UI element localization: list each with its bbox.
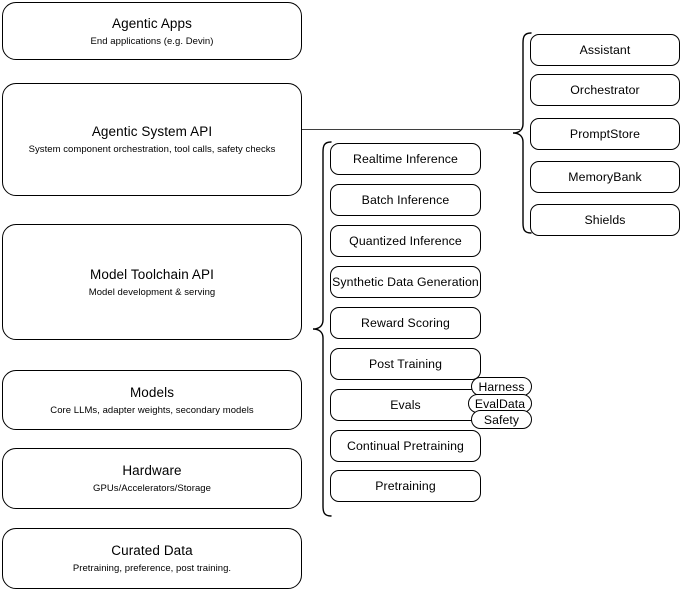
layer-title: Agentic Apps bbox=[111, 15, 192, 31]
layer-title: Models bbox=[129, 384, 175, 400]
toolchain-chip-realtime-inference[interactable]: Realtime Inference bbox=[330, 143, 481, 175]
chip-label: MemoryBank bbox=[568, 170, 642, 184]
connector-line-system-api bbox=[302, 129, 520, 131]
chip-label: Orchestrator bbox=[570, 83, 640, 97]
chip-label: Quantized Inference bbox=[349, 234, 462, 248]
system-chip-memorybank[interactable]: MemoryBank bbox=[530, 161, 680, 193]
chip-label: Shields bbox=[584, 213, 626, 227]
toolchain-chip-batch-inference[interactable]: Batch Inference bbox=[330, 184, 481, 216]
chip-label: Post Training bbox=[368, 357, 443, 371]
layer-title: Agentic System API bbox=[91, 124, 213, 139]
chip-label: PromptStore bbox=[569, 127, 641, 141]
bracket-system-components bbox=[511, 31, 533, 235]
chip-label: Evals bbox=[390, 398, 421, 412]
toolchain-chip-pretraining[interactable]: Pretraining bbox=[330, 470, 481, 502]
system-chip-orchestrator[interactable]: Orchestrator bbox=[530, 74, 680, 106]
toolchain-chip-evals[interactable]: Evals bbox=[330, 389, 481, 421]
layer-box-hardware[interactable]: Hardware GPUs/Accelerators/Storage bbox=[2, 448, 302, 509]
system-chip-shields[interactable]: Shields bbox=[530, 204, 680, 236]
pill-label: Harness bbox=[478, 379, 525, 394]
layer-box-models[interactable]: Models Core LLMs, adapter weights, secon… bbox=[2, 370, 302, 430]
system-chip-promptstore[interactable]: PromptStore bbox=[530, 118, 680, 150]
pill-label: Safety bbox=[483, 412, 520, 427]
toolchain-chip-synthetic-data-generation[interactable]: Synthetic Data Generation bbox=[330, 266, 481, 298]
layer-subtitle: System component orchestration, tool cal… bbox=[28, 144, 276, 155]
chip-label: Realtime Inference bbox=[352, 152, 458, 166]
layer-title: Hardware bbox=[122, 463, 182, 478]
chip-label: Batch Inference bbox=[361, 193, 450, 207]
layer-subtitle: Core LLMs, adapter weights, secondary mo… bbox=[50, 404, 254, 416]
chip-label: Reward Scoring bbox=[361, 316, 450, 330]
evals-pill-safety[interactable]: Safety bbox=[471, 410, 532, 429]
chip-label: Synthetic Data Generation bbox=[332, 275, 479, 289]
layer-subtitle: End applications (e.g. Devin) bbox=[90, 35, 214, 47]
layer-box-curated-data[interactable]: Curated Data Pretraining, preference, po… bbox=[2, 528, 302, 589]
system-chip-assistant[interactable]: Assistant bbox=[530, 34, 680, 66]
chip-label: Assistant bbox=[579, 43, 631, 57]
pill-label: EvalData bbox=[474, 396, 526, 411]
chip-label: Continual Pretraining bbox=[347, 439, 464, 453]
layer-title: Model Toolchain API bbox=[90, 266, 214, 282]
toolchain-chip-reward-scoring[interactable]: Reward Scoring bbox=[330, 307, 481, 339]
layer-subtitle: Model development & serving bbox=[88, 286, 216, 298]
toolchain-chip-quantized-inference[interactable]: Quantized Inference bbox=[330, 225, 481, 257]
chip-label: Pretraining bbox=[375, 479, 436, 493]
layer-box-agentic-system-api[interactable]: Agentic System API System component orch… bbox=[2, 83, 302, 196]
toolchain-chip-post-training[interactable]: Post Training bbox=[330, 348, 481, 380]
layer-subtitle: Pretraining, preference, post training. bbox=[72, 563, 232, 574]
layer-title: Curated Data bbox=[111, 543, 193, 558]
toolchain-chip-continual-pretraining[interactable]: Continual Pretraining bbox=[330, 430, 481, 462]
layer-subtitle: GPUs/Accelerators/Storage bbox=[93, 483, 211, 494]
evals-pill-evaldata[interactable]: EvalData bbox=[468, 394, 532, 413]
layer-box-agentic-apps[interactable]: Agentic Apps End applications (e.g. Devi… bbox=[2, 2, 302, 60]
bracket-toolchain bbox=[311, 140, 333, 518]
layer-box-model-toolchain-api[interactable]: Model Toolchain API Model development & … bbox=[2, 224, 302, 340]
